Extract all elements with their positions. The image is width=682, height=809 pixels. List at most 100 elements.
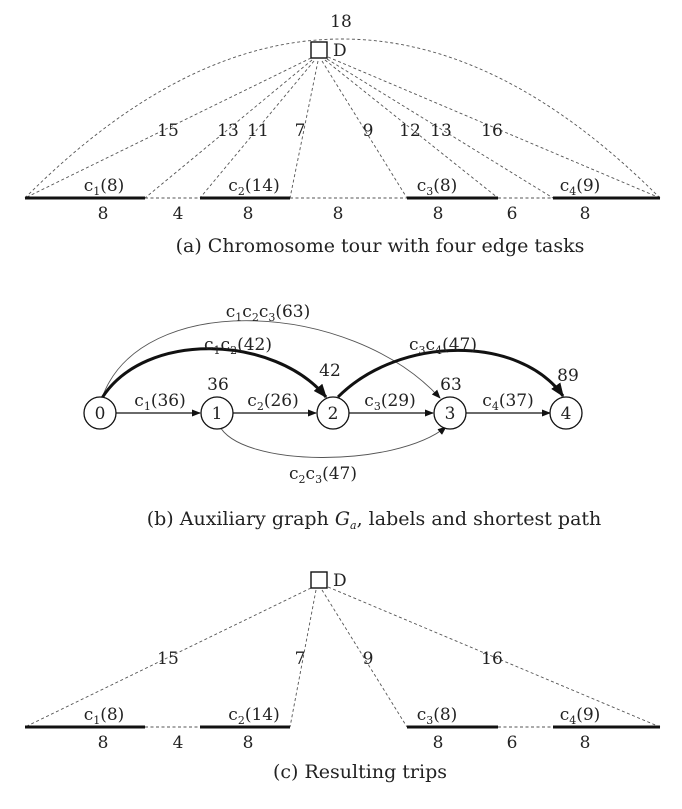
spoke-cost: 16 bbox=[481, 649, 503, 669]
task-length: 8 bbox=[243, 204, 254, 224]
caption-text: , labels and shortest path bbox=[357, 508, 602, 530]
task-subscript: 1 bbox=[93, 185, 100, 198]
node-id: 3 bbox=[445, 404, 456, 424]
task-demand: (8) bbox=[433, 176, 457, 196]
arc-cost: (47) bbox=[442, 335, 477, 355]
depot-label: D bbox=[333, 571, 347, 591]
graph-node-3 bbox=[433, 396, 467, 430]
node-id: 2 bbox=[328, 404, 339, 424]
task-label-c1: c1(8) bbox=[84, 705, 125, 727]
task-length: 8 bbox=[433, 733, 444, 753]
arc-cost: (42) bbox=[237, 335, 272, 355]
caption-b: (b) Auxiliary graph Ga, labels and short… bbox=[147, 508, 602, 532]
gap-length: 4 bbox=[173, 204, 184, 224]
spoke-cost: 15 bbox=[157, 649, 179, 669]
task-length: 8 bbox=[98, 204, 109, 224]
task-label-c3: c3(8) bbox=[417, 176, 458, 198]
arc-label-c2: c2(26) bbox=[247, 391, 298, 413]
panel-c: D 15 7 9 16 c1(8) c2(14) c3(8) c4(9) 8 4… bbox=[24, 571, 661, 783]
task-subscript: 3 bbox=[426, 185, 433, 198]
task-demand: (9) bbox=[576, 705, 600, 725]
arc-subscript: 2 bbox=[252, 311, 259, 324]
top-return-arc bbox=[24, 38, 661, 199]
arc-name: c bbox=[134, 391, 144, 411]
spoke-cost: 15 bbox=[157, 121, 179, 141]
arc-name: c bbox=[221, 335, 231, 355]
arc-subscript: 2 bbox=[230, 344, 237, 357]
caption-a: (a) Chromosome tour with four edge tasks bbox=[176, 235, 585, 257]
arc-subscript: 4 bbox=[492, 400, 499, 413]
arc-subscript: 4 bbox=[435, 344, 442, 357]
graph-node-1 bbox=[200, 396, 234, 430]
spoke-cost: 7 bbox=[295, 649, 306, 669]
gap-length: 6 bbox=[507, 733, 518, 753]
task-name: c bbox=[417, 176, 427, 196]
task-name: c bbox=[84, 705, 94, 725]
task-length: 8 bbox=[433, 204, 444, 224]
arc-label-c1c2: c1c2(42) bbox=[204, 335, 272, 357]
arc-cost: (29) bbox=[381, 391, 416, 411]
spoke-line bbox=[199, 60, 315, 199]
arc-name: c bbox=[289, 464, 299, 484]
panel-a: 18 D 15 13 11 7 9 12 13 16 c1(8) c2(14) … bbox=[24, 12, 661, 257]
top-arc-cost: 18 bbox=[330, 12, 352, 32]
arc-c2c3 bbox=[218, 424, 447, 458]
task-length: 8 bbox=[243, 733, 254, 753]
node-id: 4 bbox=[561, 404, 572, 424]
arc-name: c bbox=[482, 391, 492, 411]
task-label-c1: c1(8) bbox=[84, 176, 125, 198]
spoke-line bbox=[324, 59, 499, 199]
task-demand: (8) bbox=[100, 176, 124, 196]
task-name: c bbox=[228, 176, 238, 196]
node-id: 1 bbox=[212, 404, 223, 424]
arc-label-c1: c1(36) bbox=[134, 391, 185, 413]
depot-square bbox=[310, 571, 328, 589]
graph-node-4 bbox=[549, 396, 583, 430]
arc-cost: (36) bbox=[151, 391, 186, 411]
spoke-cost: 12 bbox=[399, 121, 421, 141]
arc-name: c bbox=[426, 335, 436, 355]
arc-name: c bbox=[247, 391, 257, 411]
task-name: c bbox=[228, 705, 238, 725]
arc-subscript: 1 bbox=[144, 400, 151, 413]
task-name: c bbox=[560, 705, 570, 725]
task-demand: (9) bbox=[576, 176, 600, 196]
task-subscript: 3 bbox=[426, 714, 433, 727]
arc-name: c bbox=[242, 302, 252, 322]
arc-c1c2c3 bbox=[101, 320, 441, 399]
arc-subscript: 3 bbox=[268, 311, 275, 324]
arc-cost: (63) bbox=[275, 302, 310, 322]
task-subscript: 1 bbox=[93, 714, 100, 727]
arc-subscript: 3 bbox=[315, 473, 322, 486]
task-subscript: 2 bbox=[238, 714, 245, 727]
arc-label-c3c4: c3c4(47) bbox=[409, 335, 477, 357]
node-label: 89 bbox=[557, 366, 579, 386]
task-name: c bbox=[560, 176, 570, 196]
spoke-cost: 7 bbox=[295, 121, 306, 141]
gap-length: 8 bbox=[333, 204, 344, 224]
arc-subscript: 1 bbox=[235, 311, 242, 324]
spoke-cost: 9 bbox=[363, 649, 374, 669]
spoke-line bbox=[321, 589, 408, 728]
task-demand: (8) bbox=[433, 705, 457, 725]
spoke-line bbox=[289, 589, 317, 728]
spoke-line bbox=[326, 58, 554, 199]
arc-cost: (37) bbox=[499, 391, 534, 411]
arc-subscript: 2 bbox=[257, 400, 264, 413]
task-label-c3: c3(8) bbox=[417, 705, 458, 727]
task-name: c bbox=[84, 176, 94, 196]
task-length: 8 bbox=[580, 204, 591, 224]
arc-name: c bbox=[409, 335, 419, 355]
task-demand: (14) bbox=[245, 705, 280, 725]
depot-label: D bbox=[333, 41, 347, 61]
depot-square bbox=[310, 41, 328, 59]
spoke-line bbox=[289, 60, 319, 199]
spoke-line bbox=[321, 60, 408, 199]
task-demand: (14) bbox=[245, 176, 280, 196]
task-label-c2: c2(14) bbox=[228, 705, 279, 727]
arc-subscript: 3 bbox=[419, 344, 426, 357]
task-length: 8 bbox=[580, 733, 591, 753]
caption-c: (c) Resulting trips bbox=[273, 761, 447, 783]
caption-subscript: a bbox=[350, 519, 357, 532]
